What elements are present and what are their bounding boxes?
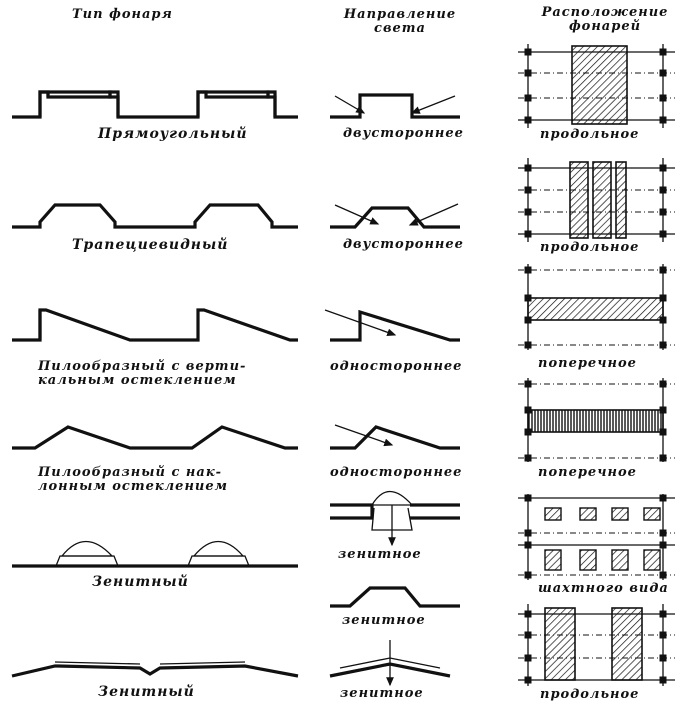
profile-sawtooth-inclined (12, 425, 298, 450)
profile-zenith-panels (11, 661, 299, 678)
column-marker (659, 164, 667, 172)
header-light-direction: Направление света (343, 7, 457, 36)
header-lantern-arrangement: Расположение фонарей (541, 5, 669, 34)
column-marker (524, 230, 532, 238)
column-marker (659, 654, 667, 662)
column-marker (659, 571, 667, 579)
column-marker (524, 406, 532, 414)
column-marker (659, 494, 667, 502)
label-sawtooth-inclined: Пилообразный с нак- лонным остеклением (38, 465, 229, 494)
plan-transverse-1 (518, 264, 675, 350)
column-marker (524, 316, 532, 324)
header-lantern-type: Тип фонаря (72, 7, 173, 22)
plan-longitudinal-1 (518, 44, 675, 128)
column-marker (524, 341, 532, 349)
column-marker (524, 654, 532, 662)
column-marker (659, 676, 667, 684)
label-one-sided-2: одностороннее (330, 465, 463, 480)
column-marker (524, 610, 532, 618)
column-marker (659, 230, 667, 238)
column-marker (524, 116, 532, 124)
direction-one-sided-1 (324, 309, 460, 342)
column-marker (659, 69, 667, 77)
column-markers (524, 48, 667, 684)
direction-two-sided-1 (330, 93, 460, 119)
direction-two-sided-2 (330, 203, 460, 229)
label-longitudinal-1: продольное (540, 127, 640, 142)
column-marker (524, 428, 532, 436)
column-marker (659, 266, 667, 274)
column-marker (659, 631, 667, 639)
column-marker (659, 428, 667, 436)
column-marker (659, 541, 667, 549)
label-zenith-direction-2: зенитное (342, 613, 426, 628)
plan-longitudinal-3 (518, 604, 675, 686)
label-shaft-type: шахтного вида (538, 581, 669, 596)
label-zenith-1: Зенитный (92, 574, 189, 590)
column-marker (524, 48, 532, 56)
profile-sawtooth-vertical (12, 308, 298, 342)
column-marker (659, 208, 667, 216)
column-marker (524, 529, 532, 537)
label-zenith-direction-1: зенитное (338, 547, 422, 562)
column-marker (659, 341, 667, 349)
label-longitudinal-2: продольное (540, 240, 640, 255)
column-marker (524, 186, 532, 194)
column-marker (659, 94, 667, 102)
column-marker (659, 454, 667, 462)
column-marker (524, 69, 532, 77)
profile-rectangular (12, 90, 298, 119)
plan-transverse-2 (518, 378, 675, 462)
label-zenith-direction-3: зенитное (340, 686, 424, 701)
column-marker (524, 94, 532, 102)
column-marker (659, 529, 667, 537)
profile-zenith-domes (12, 541, 298, 568)
label-zenith-2: Зенитный (98, 684, 195, 700)
column-marker (524, 380, 532, 388)
column-marker (524, 294, 532, 302)
label-sawtooth-vertical: Пилообразный с верти- кальным остекление… (38, 359, 247, 388)
label-trapezoidal: Трапециевидный (72, 237, 229, 253)
column-marker (659, 186, 667, 194)
column-marker (524, 541, 532, 549)
column-marker (659, 294, 667, 302)
column-marker (524, 208, 532, 216)
column-marker (524, 164, 532, 172)
label-transverse-2: поперечное (538, 465, 637, 480)
column-marker (659, 116, 667, 124)
label-one-sided-1: одностороннее (330, 359, 463, 374)
column-marker (524, 454, 532, 462)
column-marker (659, 610, 667, 618)
plan-shaft-type (518, 494, 675, 580)
direction-one-sided-2 (330, 424, 460, 450)
column-marker (659, 316, 667, 324)
column-marker (524, 631, 532, 639)
plan-longitudinal-2 (518, 158, 675, 242)
column-marker (659, 406, 667, 414)
label-two-sided-1: двустороннее (343, 126, 464, 141)
label-longitudinal-3: продольное (540, 687, 640, 702)
label-two-sided-2: двустороннее (343, 237, 464, 252)
column-marker (659, 380, 667, 388)
column-marker (524, 266, 532, 274)
column-marker (524, 571, 532, 579)
label-transverse-1: поперечное (538, 356, 637, 371)
column-marker (524, 494, 532, 502)
direction-zenith-3 (329, 640, 451, 687)
direction-zenith-1 (330, 490, 460, 547)
profile-trapezoidal (12, 203, 298, 229)
column-marker (659, 48, 667, 56)
label-rectangular: Прямоугольный (98, 126, 248, 142)
direction-zenith-2 (330, 586, 460, 608)
column-marker (524, 676, 532, 684)
